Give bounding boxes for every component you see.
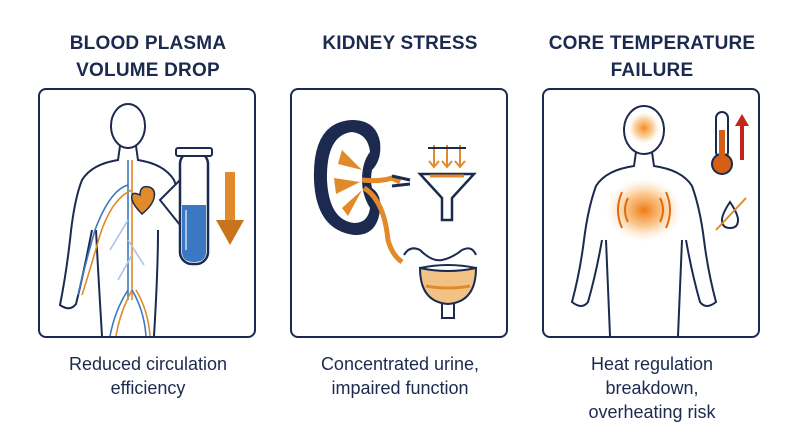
heart-icon bbox=[130, 185, 156, 216]
bladder-icon bbox=[403, 247, 478, 319]
kidney-title: KIDNEY STRESS bbox=[280, 30, 520, 57]
no-sweat-icon bbox=[715, 197, 747, 231]
thermometer-icon bbox=[711, 111, 733, 175]
body-circulation-illustration bbox=[58, 103, 244, 336]
down-arrows-icon bbox=[428, 145, 466, 169]
kidney-icon bbox=[313, 120, 411, 265]
overheating-body-illustration bbox=[570, 105, 749, 336]
temperature-title-line-1: CORE TEMPERATURE bbox=[548, 33, 756, 54]
plasma-caption-line-2: efficiency bbox=[110, 378, 186, 398]
plasma-title-line-2: VOLUME DROP bbox=[76, 60, 220, 81]
kidney-illustration bbox=[313, 120, 478, 319]
heat-wave-rings-icon bbox=[617, 191, 671, 229]
plasma-caption: Reduced circulation efficiency bbox=[28, 352, 268, 400]
temperature-caption: Heat regulation breakdown, overheating r… bbox=[532, 352, 772, 424]
kidney-panel bbox=[290, 88, 508, 338]
kidney-title-line-1: KIDNEY STRESS bbox=[322, 33, 478, 54]
plasma-caption-line-1: Reduced circulation bbox=[68, 354, 228, 374]
temperature-caption-line-3: overheating risk bbox=[588, 402, 716, 422]
temperature-caption-line-2: breakdown, bbox=[605, 378, 699, 398]
down-arrow-icon bbox=[216, 172, 244, 245]
temperature-caption-line-1: Heat regulation bbox=[590, 354, 714, 374]
temperature-title-line-2: FAILURE bbox=[610, 60, 694, 81]
temperature-title: CORE TEMPERATURE FAILURE bbox=[532, 30, 772, 84]
temperature-panel bbox=[542, 88, 760, 338]
callout-line bbox=[158, 177, 181, 228]
veins-icon bbox=[77, 160, 151, 336]
plasma-title: BLOOD PLASMA VOLUME DROP bbox=[28, 30, 268, 84]
kidney-caption-line-2: impaired function bbox=[331, 378, 469, 398]
body-outline-icon bbox=[58, 103, 183, 336]
plasma-panel bbox=[38, 88, 256, 338]
up-arrow-icon bbox=[735, 114, 749, 160]
funnel-icon bbox=[417, 172, 477, 222]
plasma-title-line-1: BLOOD PLASMA bbox=[69, 33, 227, 54]
test-tube-icon bbox=[175, 147, 213, 266]
kidney-caption: Concentrated urine, impaired function bbox=[280, 352, 520, 400]
head-heat-icon bbox=[628, 112, 660, 144]
body-outline-icon bbox=[570, 105, 718, 336]
kidney-caption-line-1: Concentrated urine, bbox=[320, 354, 480, 374]
chest-heat-icon bbox=[606, 178, 682, 242]
